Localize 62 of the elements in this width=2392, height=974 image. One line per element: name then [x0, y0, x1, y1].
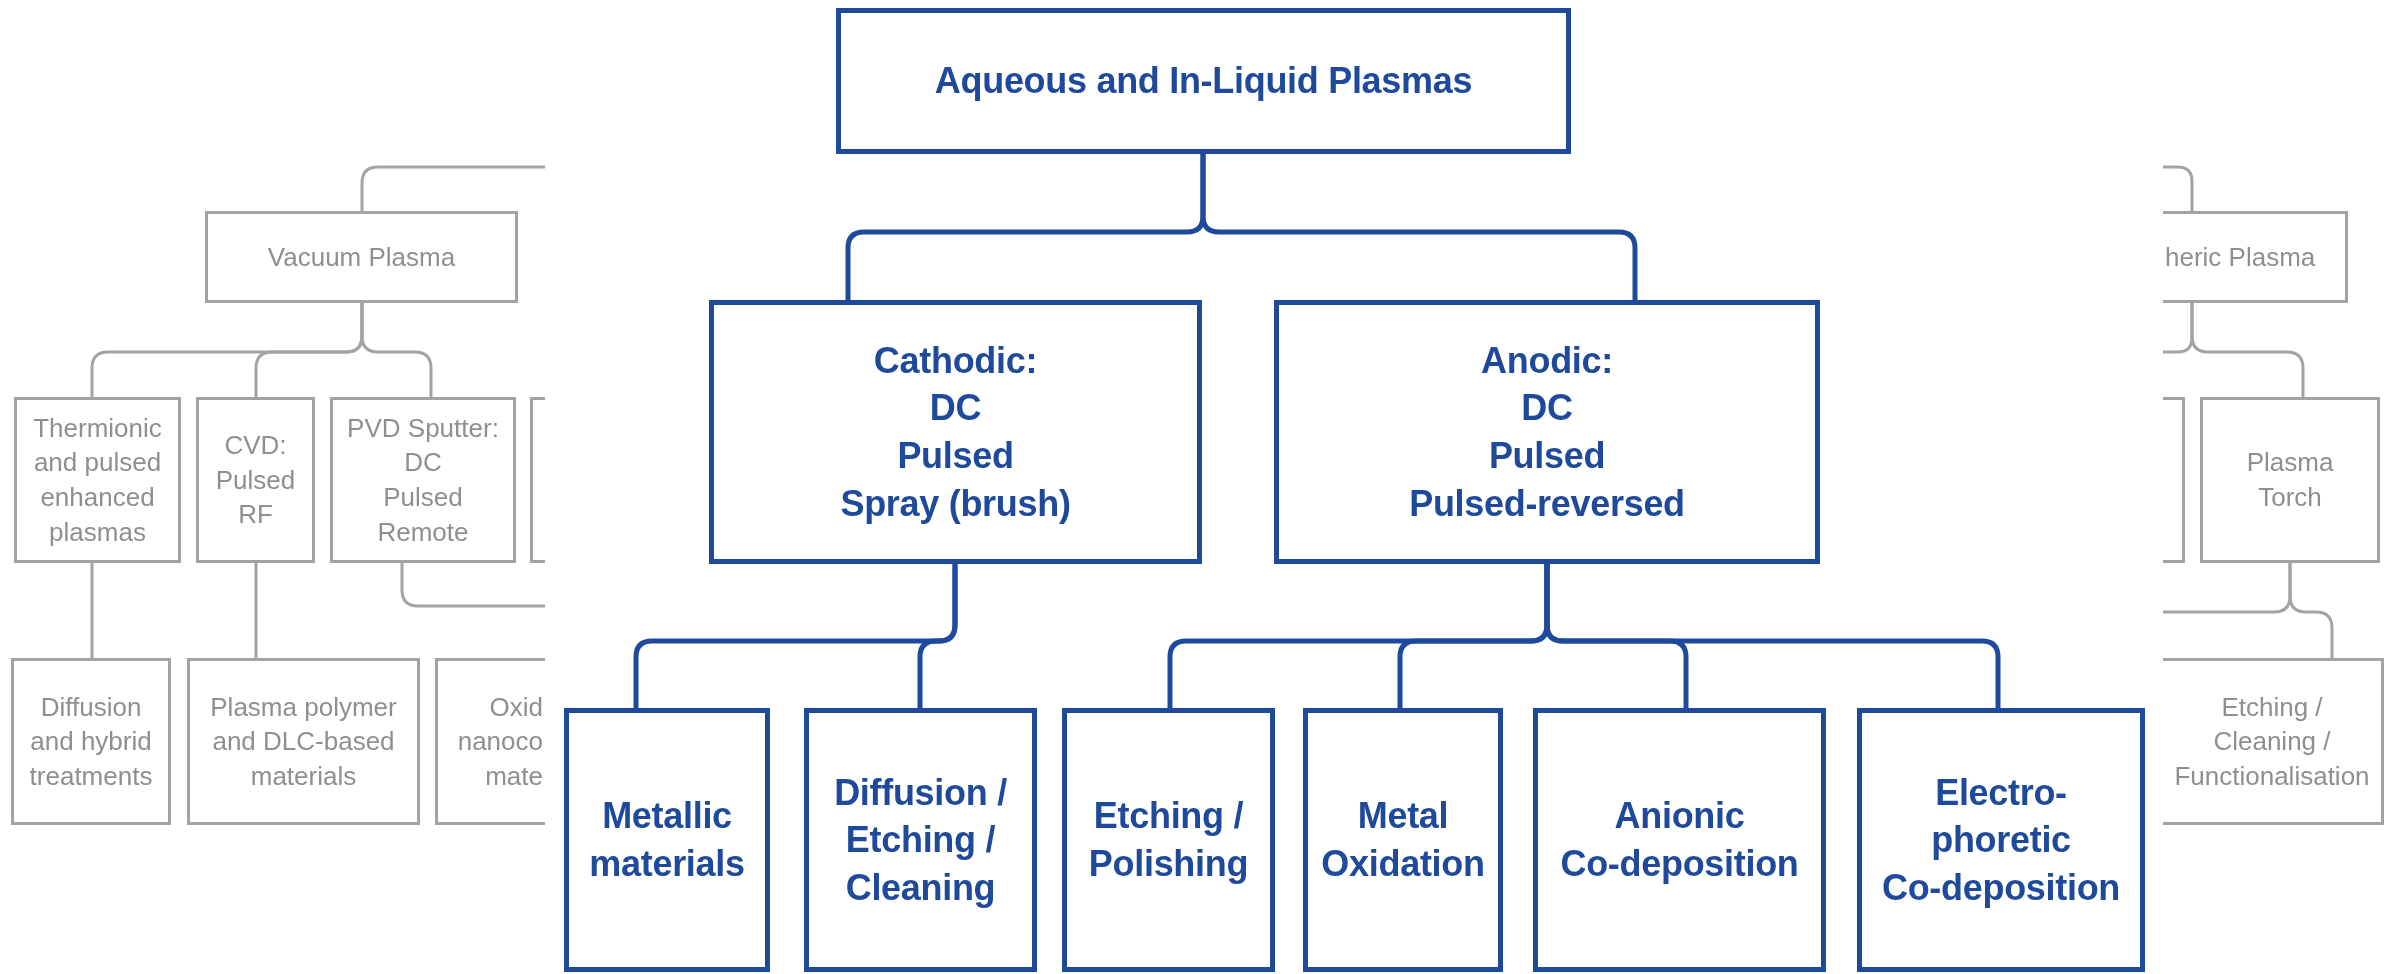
box-label: Pulsed	[215, 463, 296, 497]
category-box	[1303, 708, 1503, 972]
box-label: Etching / Polishing	[1087, 794, 1250, 886]
box-label: Pulsed	[1488, 434, 1606, 478]
connector-line	[254, 563, 258, 658]
category-box	[11, 658, 171, 825]
connector-line	[360, 303, 433, 397]
box-label: Plasma polymer and DLC-based materials	[209, 690, 398, 793]
box-label: Plasma Torch	[2245, 446, 2335, 514]
box-label: RF	[238, 498, 273, 532]
category-box	[2200, 397, 2380, 563]
category-box	[836, 8, 1571, 154]
box-label: Electro- phoretic Co-deposition	[1880, 770, 2122, 910]
category-box	[564, 708, 770, 972]
category-box	[330, 397, 516, 563]
box-label: Anodic:	[1481, 338, 1613, 383]
box-label: Thermionic and pulsed enhanced plasmas	[32, 411, 163, 549]
box-label: Cathodic:	[873, 338, 1038, 383]
box-label: DC	[1521, 386, 1573, 431]
box-label: CVD:	[224, 429, 287, 463]
box-label: Remote	[377, 515, 469, 549]
box-label: Diffusion / Etching / Cleaning	[833, 770, 1008, 910]
connector-line	[400, 563, 545, 608]
connector-line	[2163, 563, 2292, 614]
box-label: Vacuum Plasma	[267, 240, 456, 274]
box-label: Etching / Cleaning / Functionalisation	[2173, 690, 2371, 793]
connector-line	[360, 165, 545, 211]
category-box	[187, 658, 420, 825]
box-label: heric Plasma	[2165, 240, 2316, 274]
category-box	[2163, 211, 2348, 303]
box-label: Pulsed-reversed	[1409, 481, 1685, 526]
connector-line	[917, 564, 958, 708]
box-label: Metal Oxidation	[1320, 794, 1486, 886]
box-label: Spray (brush)	[840, 481, 1071, 526]
box-label: Pulsed	[897, 434, 1014, 478]
box-label: Pulsed	[383, 481, 463, 514]
connector-line	[90, 563, 94, 658]
box-label: Diffusion and hybrid treatments	[28, 690, 154, 793]
category-box	[804, 708, 1037, 972]
empty-box	[2163, 397, 2185, 563]
category-box	[709, 300, 1202, 564]
category-box	[14, 397, 181, 563]
box-label: DC	[929, 386, 982, 431]
category-box	[1857, 708, 2145, 972]
category-box	[435, 658, 545, 825]
box-label: Anionic Co-deposition	[1559, 794, 1800, 886]
connector-line	[1200, 154, 1638, 300]
category-box	[1062, 708, 1275, 972]
box-label: Oxid nanoco mate	[457, 690, 543, 793]
category-box	[1533, 708, 1826, 972]
box-label: DC	[404, 446, 442, 480]
empty-box	[530, 397, 545, 563]
box-label: PVD Sputter:	[347, 411, 499, 445]
connector-line	[2163, 303, 2194, 354]
box-label: Aqueous and In-Liquid Plasmas	[934, 59, 1473, 104]
connector-line	[1544, 564, 2001, 708]
category-box	[1274, 300, 1820, 564]
connector-line	[2163, 165, 2194, 211]
box-label: Metallic materials	[588, 794, 746, 886]
category-box	[2163, 658, 2384, 825]
category-box	[196, 397, 315, 563]
category-box	[205, 211, 518, 303]
